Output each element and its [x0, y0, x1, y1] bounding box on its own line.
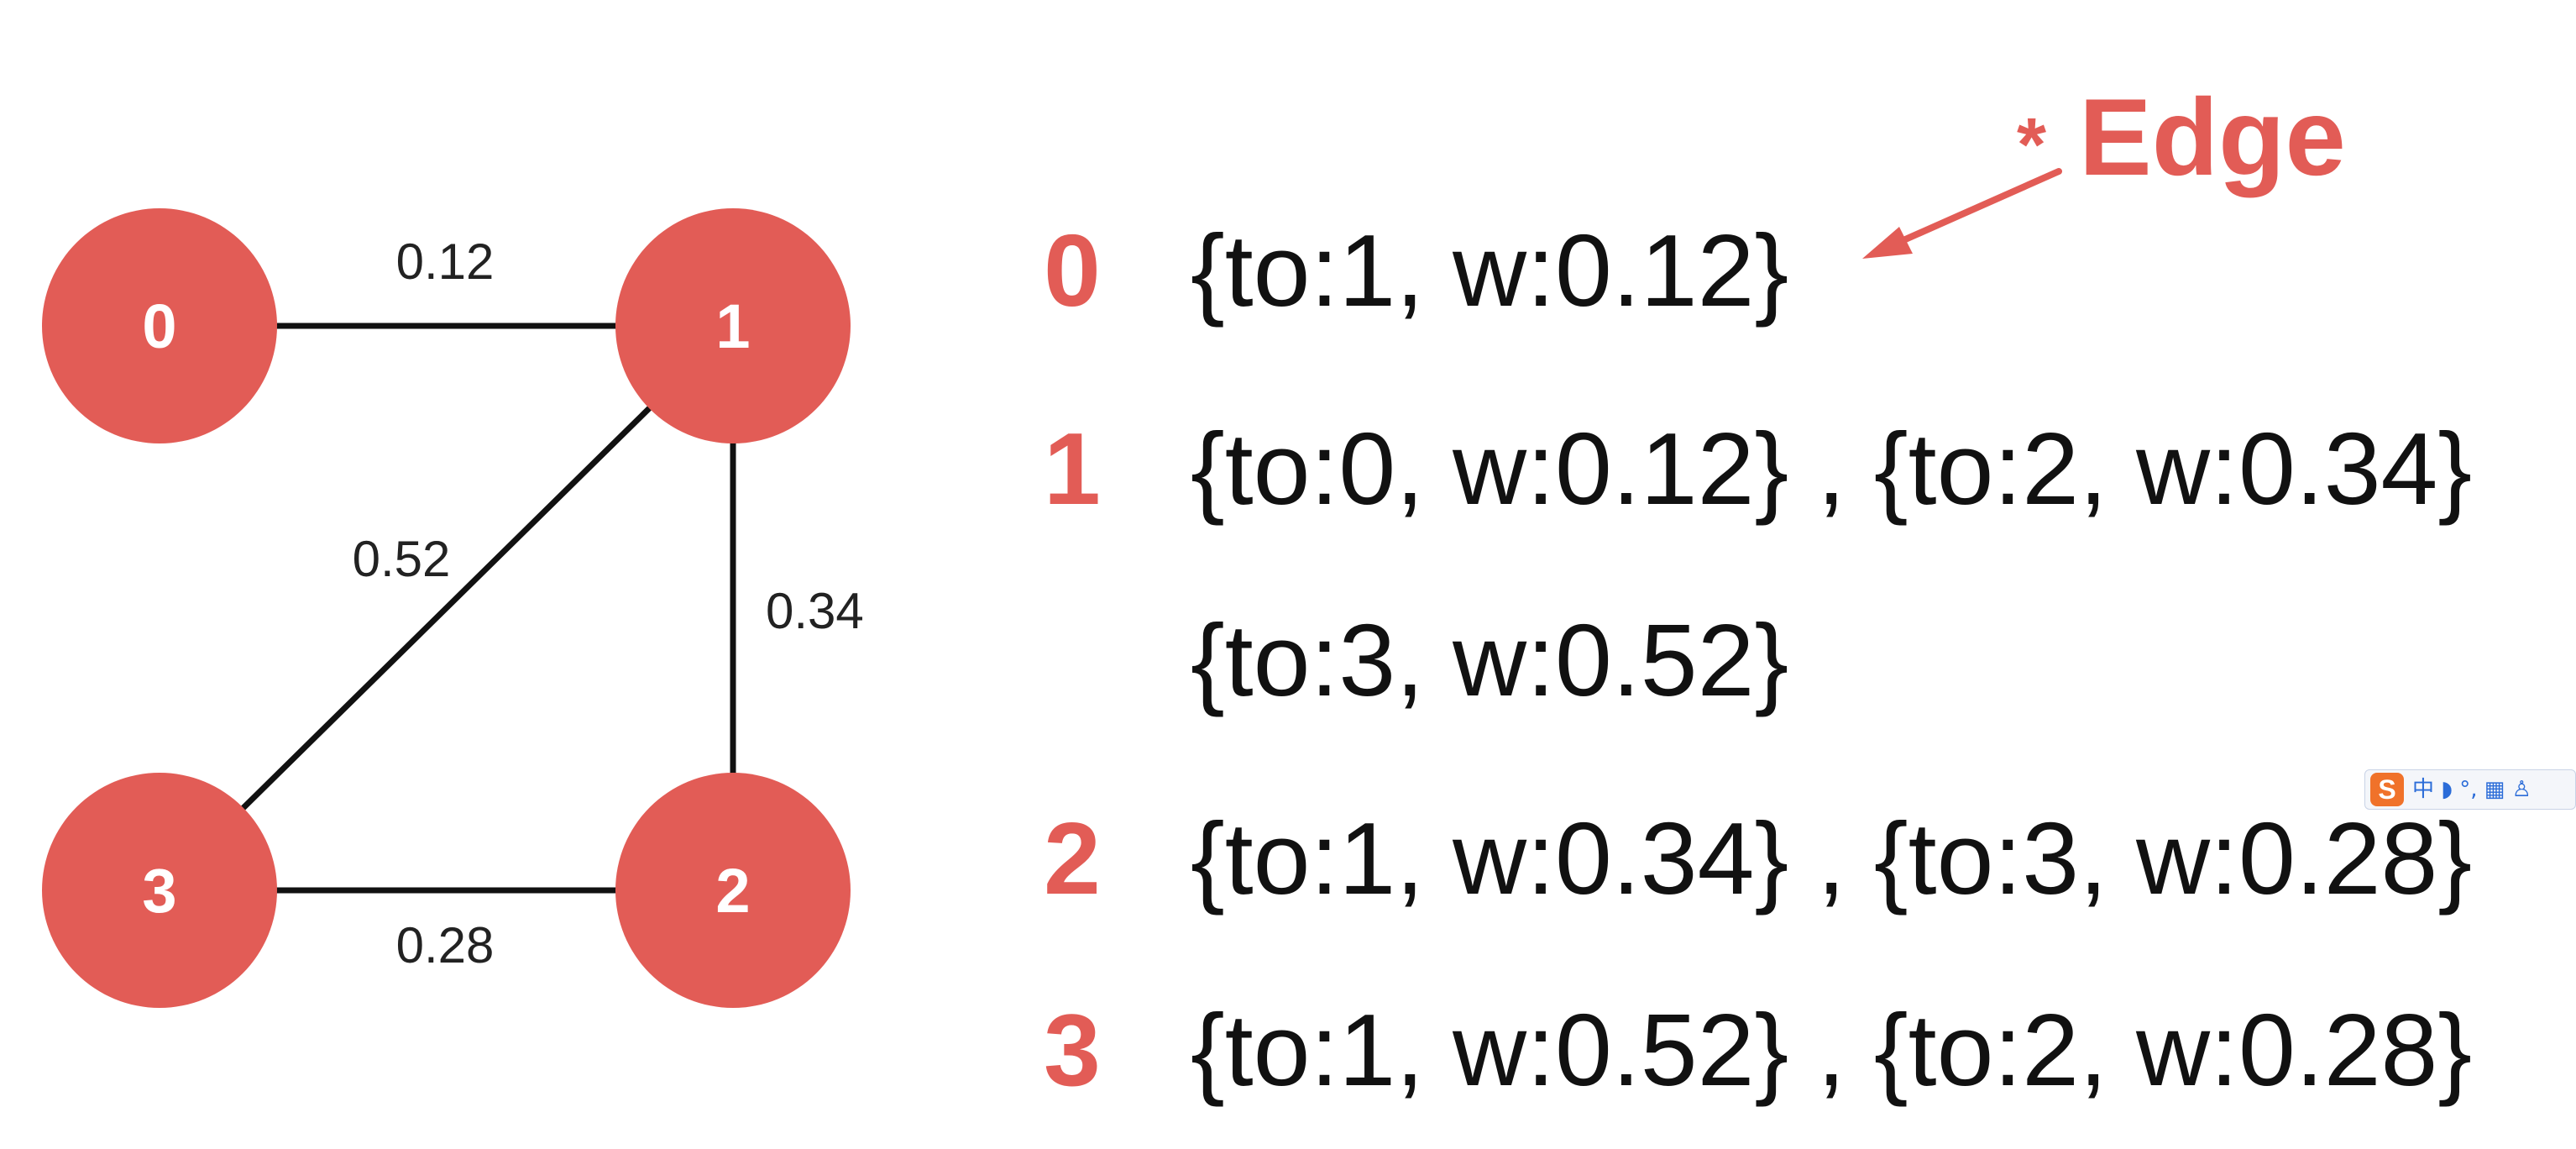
adjacency-row-edges: {to:1, w:0.52} , {to:2, w:0.28}	[1191, 991, 2472, 1109]
adjacency-row-index: 3	[1044, 993, 1101, 1107]
node-2-label: 2	[715, 856, 750, 926]
edge-0-1-weight: 0.12	[396, 233, 495, 290]
annotation-arrow-icon	[1862, 168, 2062, 259]
adjacency-row-edges: {to:0, w:0.12} , {to:2, w:0.34}	[1191, 410, 2472, 527]
node-2-circle	[615, 773, 851, 1008]
adjacency-row-index: 1	[1044, 412, 1101, 526]
ime-toolbar-items[interactable]: 中 ◗ °, ▦ ♙	[2412, 777, 2531, 802]
edge-separator: ,	[1788, 993, 1874, 1107]
edge-3-2-weight: 0.28	[396, 917, 495, 973]
adjacency-row-edges: {to:1, w:0.12}	[1191, 212, 1788, 329]
edge-entry: {to:2, w:0.28}	[1873, 993, 2473, 1107]
adjacency-row-edges: {to:3, w:0.52}	[1191, 601, 1788, 719]
edge-separator: ,	[1788, 801, 1874, 916]
node-3-circle	[42, 773, 277, 1008]
edge-entry: {to:1, w:0.52}	[1191, 993, 1789, 1107]
edge-1-3-weight: 0.52	[353, 531, 451, 587]
node-1: 1	[615, 208, 851, 443]
edge-entry: {to:3, w:0.52}	[1191, 603, 1789, 717]
adjacency-row-edges: {to:1, w:0.34} , {to:3, w:0.28}	[1191, 800, 2472, 917]
edge-entry: {to:2, w:0.34}	[1873, 412, 2473, 526]
edge-separator: ,	[1788, 412, 1874, 526]
ime-toolbar[interactable]: S 中 ◗ °, ▦ ♙	[2364, 769, 2576, 810]
edge-entry: {to:1, w:0.34}	[1191, 801, 1789, 916]
node-0-circle	[42, 208, 277, 443]
adjacency-row-index: 0	[1044, 213, 1101, 328]
edge-1-2-weight: 0.34	[766, 583, 864, 639]
adjacency-row-index: 2	[1044, 801, 1101, 916]
node-3-label: 3	[142, 856, 176, 926]
edge-entry: {to:3, w:0.28}	[1873, 801, 2473, 916]
node-1-label: 1	[715, 291, 750, 361]
annotation-label: Edge	[2079, 76, 2346, 198]
edge-entry: {to:0, w:0.12}	[1191, 412, 1789, 526]
edge-entry: {to:1, w:0.12}	[1191, 213, 1789, 328]
node-3: 3	[42, 773, 277, 1008]
graph-diagram: 0.12 0.34 0.52 0.28 0 1 2 3	[42, 208, 864, 1008]
node-1-circle	[615, 208, 851, 443]
node-0-label: 0	[142, 291, 176, 361]
node-0: 0	[42, 208, 277, 443]
edge-1-3	[157, 323, 736, 893]
annotation-star: *	[2017, 103, 2047, 187]
ime-logo-icon[interactable]: S	[2370, 773, 2404, 806]
node-2: 2	[615, 773, 851, 1008]
